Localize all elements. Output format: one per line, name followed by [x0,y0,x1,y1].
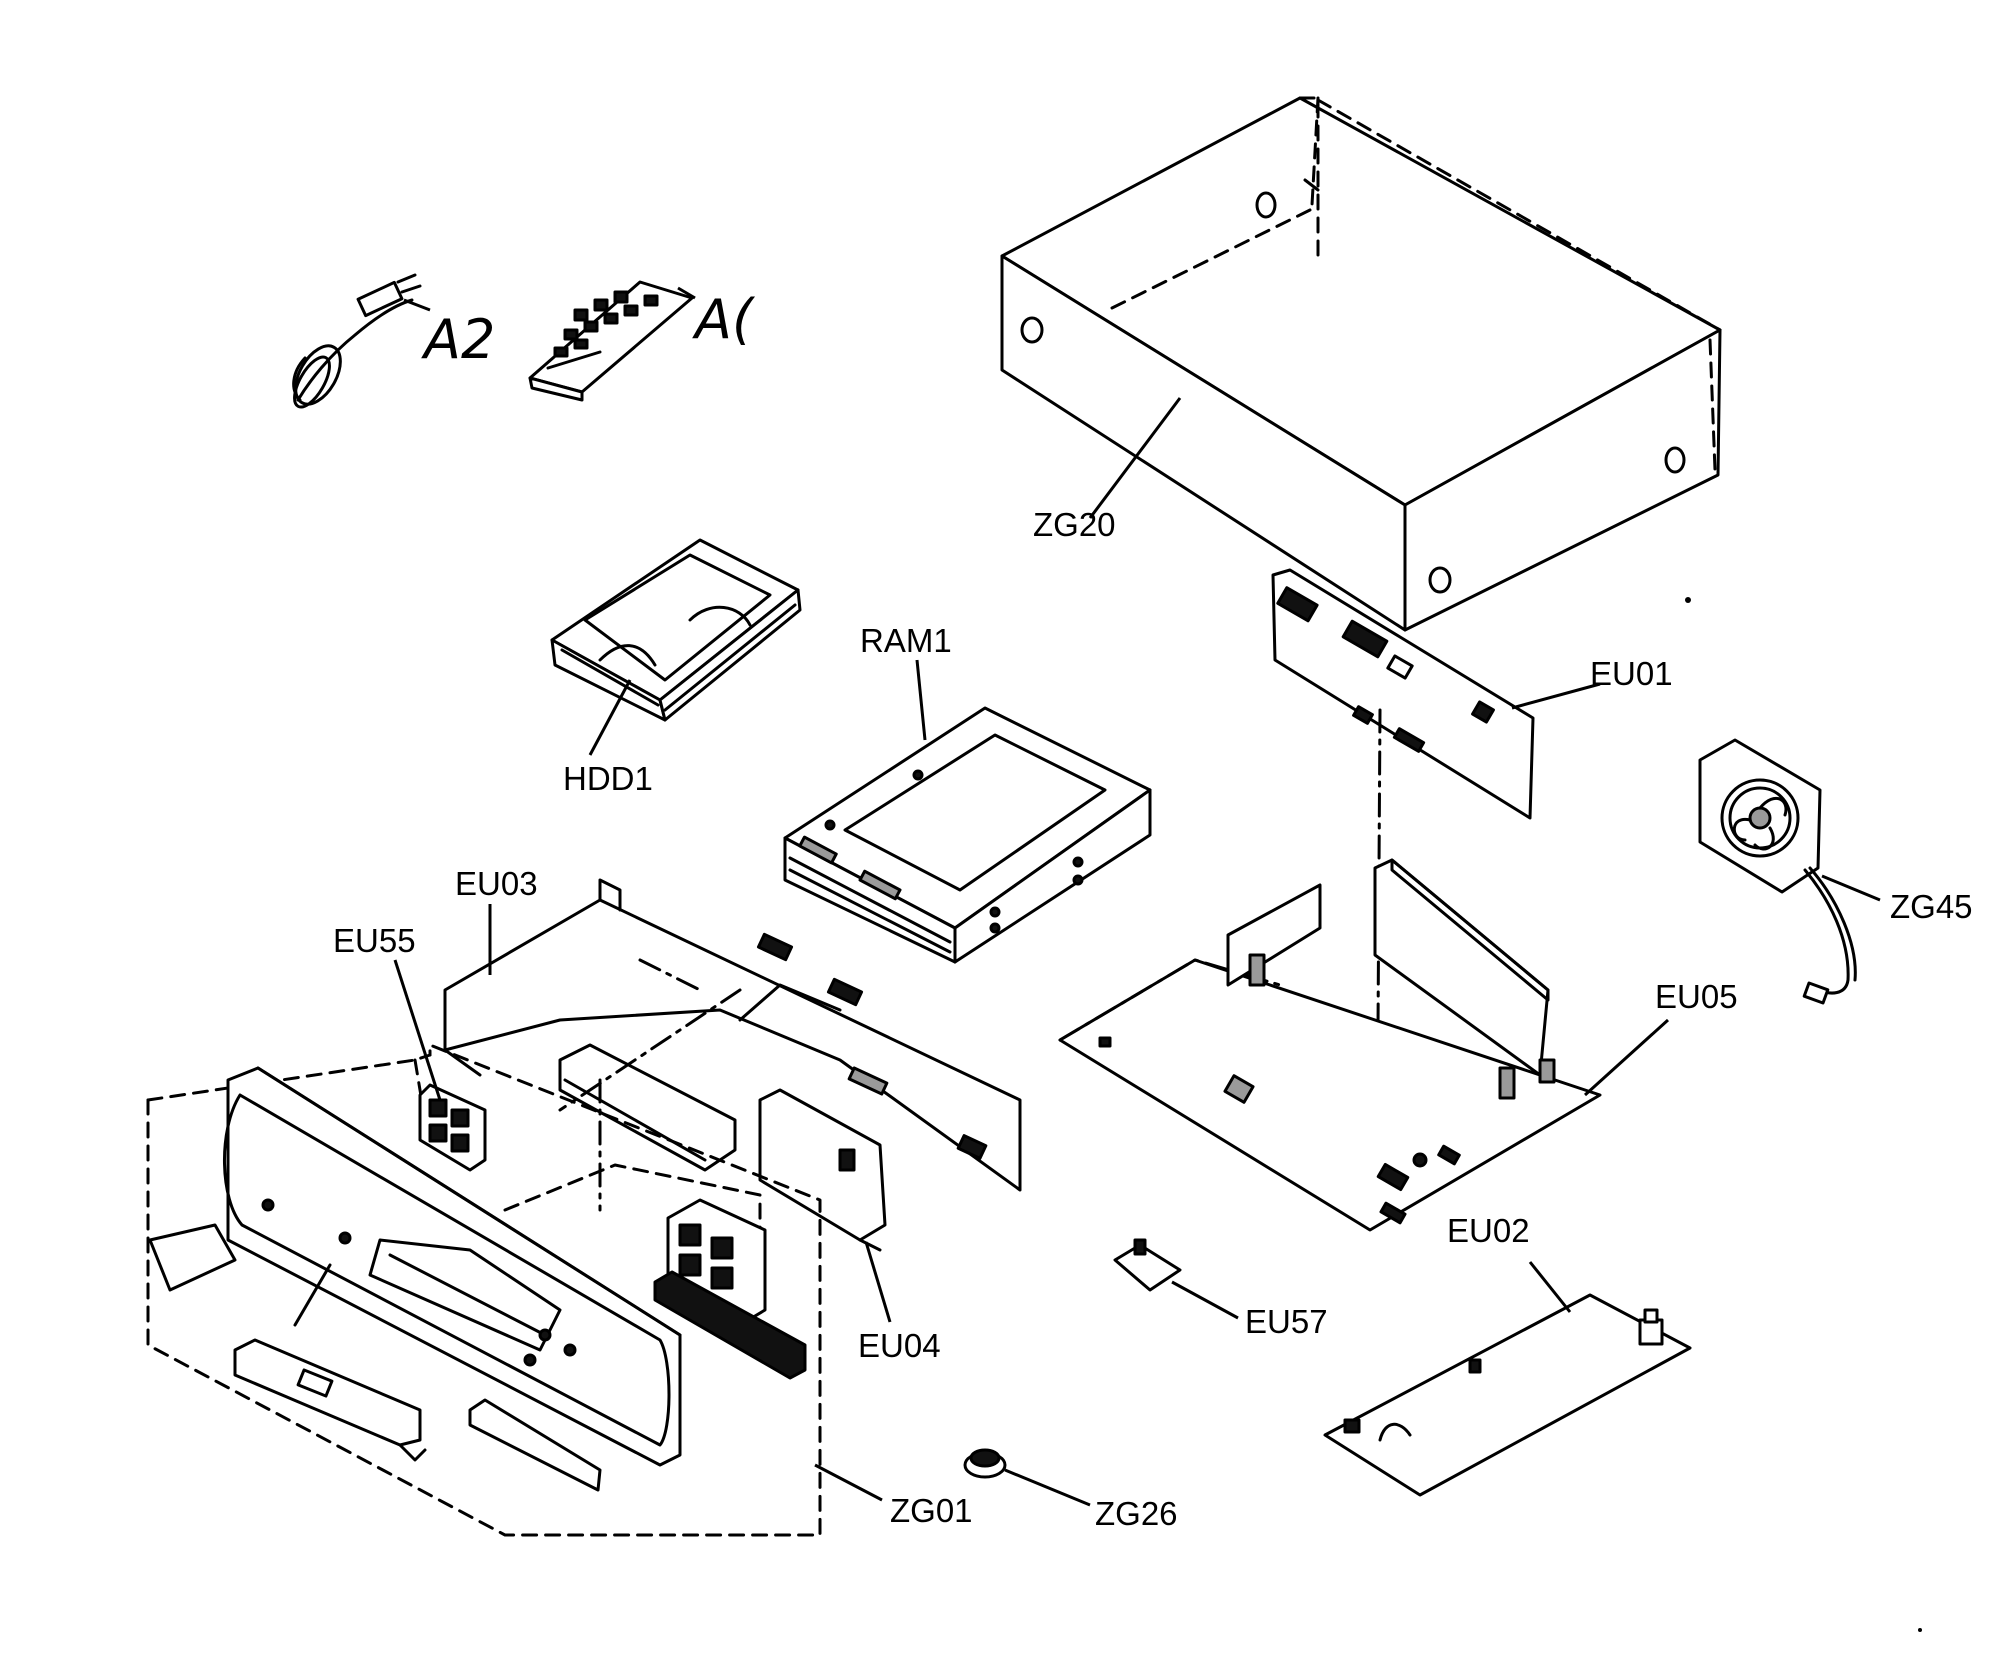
label-eu55: EU55 [333,922,416,959]
leader-eu55 [393,959,442,1101]
remote-control-a1 [528,280,694,402]
rear-board-eu01 [1271,568,1535,1030]
front-panel-zg01 [146,1043,822,1537]
leader-hdd1 [588,679,632,756]
label-a1: A( [692,288,756,351]
leader-zg45 [1821,874,1881,902]
part-labels: ZG20 A2 A( HDD1 RAM1 EU01 ZG45 EU03 EU55… [333,288,1973,1532]
label-eu57: EU57 [1245,1303,1328,1340]
leader-eu02 [1528,1261,1572,1313]
leader-ram1 [915,659,927,741]
label-zg20: ZG20 [1033,506,1116,543]
cooling-fan-zg45 [1698,738,1857,1005]
label-zg26: ZG26 [1095,1495,1178,1532]
leader-eu57 [1171,1280,1239,1320]
bottom-board-eu02 [1323,1293,1692,1497]
leader-zg26 [1004,1468,1091,1507]
label-eu02: EU02 [1447,1212,1530,1249]
leader-eu04 [864,1241,892,1323]
main-board-eu05 [1058,858,1602,1232]
small-board-eu57 [1113,1238,1182,1292]
power-cord-a2 [292,273,422,409]
leader-eu05 [1583,1018,1670,1097]
label-eu04: EU04 [858,1327,941,1364]
label-zg01: ZG01 [890,1492,973,1529]
front-board-eu03 [443,878,1022,1192]
top-cover-zg20 [1000,96,1722,632]
label-eu03: EU03 [455,865,538,902]
leader-lines [393,286,1881,1507]
stray-dot [1918,1628,1922,1632]
label-a2: A2 [421,308,495,371]
button-zg26 [963,1448,1007,1479]
label-hdd1: HDD1 [563,760,653,797]
board-eu04 [758,1088,887,1252]
dvd-drive-ram1 [783,706,1152,964]
leader-zg20 [1088,397,1182,519]
stray-dot [1685,597,1691,603]
leader-a1 [677,286,696,300]
label-eu05: EU05 [1655,978,1738,1015]
label-eu01: EU01 [1590,655,1673,692]
leader-eu01 [1511,682,1601,710]
leader-zg01 [814,1463,883,1502]
hard-disk-drive-hdd1 [550,538,802,722]
label-zg45: ZG45 [1890,888,1973,925]
label-ram1: RAM1 [860,622,952,659]
leader-a2 [403,298,431,312]
